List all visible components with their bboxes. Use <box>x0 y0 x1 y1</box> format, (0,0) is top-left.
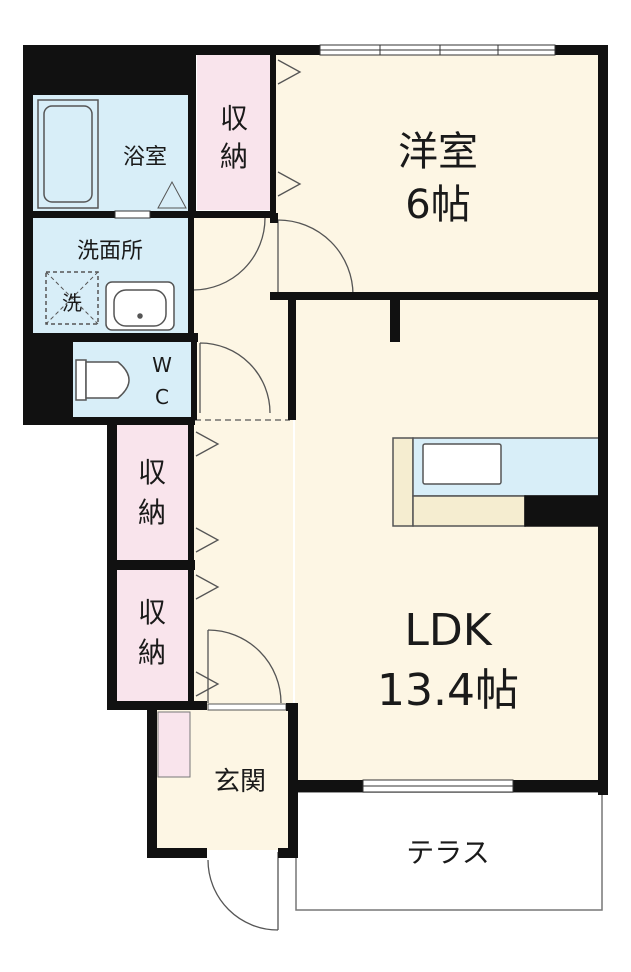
terrace-name: テラス <box>406 836 489 869</box>
closet-mid-door <box>195 431 220 457</box>
closet-top-door-2 <box>277 171 302 197</box>
washer-pan-diag-2 <box>45 271 99 325</box>
fridge-space-lower <box>412 495 526 527</box>
wall-western-south <box>270 292 608 300</box>
closet-doors <box>195 59 302 697</box>
entry-door <box>207 852 279 931</box>
bathtub <box>37 99 99 209</box>
storage-low-label-2: 納 <box>138 636 166 669</box>
wall-storage-low-south <box>107 701 207 710</box>
wall-entrance-south <box>147 848 207 858</box>
washroom-name: 洗面所 <box>77 239 143 264</box>
labels: 洋室 6帖 LDK 13.4帖 浴室 洗面所 洗 W C 収 納 収 納 収 納… <box>62 102 519 869</box>
windows <box>114 44 556 793</box>
kitchen-peninsula <box>392 437 414 527</box>
storage-top-floor <box>197 55 270 210</box>
wall-bath-south <box>33 211 115 218</box>
bathtub-inner <box>43 105 93 203</box>
storage-top-label-1: 収 <box>220 102 248 135</box>
vanity-bowl <box>113 289 167 327</box>
toilet-tank <box>75 359 87 401</box>
wc-door <box>199 342 271 414</box>
wall-bath-south-2 <box>150 211 275 218</box>
closet-low-door <box>195 574 220 600</box>
window-bath <box>114 210 151 219</box>
wall-western-west <box>270 213 278 223</box>
closet-low-door-2 <box>195 671 220 697</box>
wall-ldk-south-1 <box>288 780 363 792</box>
western-room-size: 6帖 <box>405 182 470 228</box>
wall-west-upper <box>23 45 33 425</box>
closet-top-door <box>277 59 302 85</box>
wall-east <box>598 45 608 795</box>
wc-label-c: C <box>155 385 169 409</box>
wall-wash-east <box>188 218 194 333</box>
wall-storage-top-east <box>270 55 276 213</box>
wc-label-w: W <box>152 353 172 377</box>
entrance-shoe-rack <box>157 711 191 778</box>
storage-mid-floor <box>115 425 190 560</box>
closet-mid-door-2 <box>195 527 220 553</box>
wall-wash-south <box>33 333 198 342</box>
entrance-name: 玄関 <box>214 767 266 797</box>
wall-bath-east <box>188 45 196 215</box>
wall-storage-divider <box>107 560 195 570</box>
ldk-floor <box>295 298 600 780</box>
wall-ldk-south-2 <box>513 780 608 792</box>
western-room-name: 洋室 <box>398 129 478 175</box>
storage-low-label-1: 収 <box>138 596 166 629</box>
wall-top-1 <box>185 45 320 55</box>
wall-entrance-west <box>147 708 157 858</box>
vanity <box>105 281 175 331</box>
wall-stub <box>390 300 400 342</box>
storage-mid-label-1: 収 <box>138 456 166 489</box>
vanity-drain <box>137 313 143 319</box>
wall-ldk-west <box>288 292 296 420</box>
bath-drain-mark <box>157 180 187 209</box>
hall-door <box>207 629 282 704</box>
wall-entrance-north-stub <box>286 703 298 711</box>
fixtures <box>37 99 601 527</box>
walls <box>23 45 608 858</box>
wall-nw-block <box>23 45 195 95</box>
wall-west-black <box>23 335 73 425</box>
refrigerator-block <box>524 495 601 527</box>
ldk-name: LDK <box>404 605 492 656</box>
wall-wc-east <box>191 342 197 420</box>
kitchen-sink <box>422 443 502 485</box>
wall-top-2 <box>555 45 605 55</box>
ldk-size: 13.4帖 <box>377 665 519 716</box>
western-room-floor <box>275 55 600 295</box>
wall-storage-low-east <box>188 570 194 703</box>
storage-low-floor <box>115 570 190 703</box>
toilet-bowl <box>85 361 130 399</box>
bathroom-name: 浴室 <box>123 145 167 170</box>
washer-pan <box>45 271 99 325</box>
entrance-step <box>207 703 287 711</box>
washer-mark: 洗 <box>62 291 82 315</box>
wall-storage-mid-east <box>188 425 194 560</box>
western-room-door <box>277 219 354 296</box>
storage-mid-label-2: 納 <box>138 496 166 529</box>
storage-top-label-2: 納 <box>220 140 248 173</box>
